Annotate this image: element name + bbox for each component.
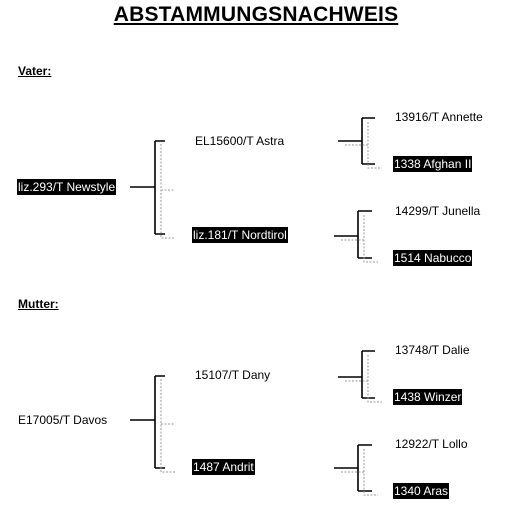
mutter-grandparent-2: 1438 Winzer (393, 389, 463, 405)
mutter-parent-sire: 15107/T Dany (195, 368, 271, 382)
vater-parent-sire: EL15600/T Astra (195, 134, 285, 148)
vater-grandparent-3: 14299/T Junella (395, 204, 481, 218)
mutter-heading: Mutter: (18, 297, 59, 311)
page-title: ABSTAMMUNGSNACHWEIS (113, 3, 399, 26)
mutter-grandparent-4: 1340 Aras (393, 483, 450, 499)
vater-grandparent-4: 1514 Nabucco (393, 250, 473, 266)
vater-subject: liz.293/T Newstyle (17, 179, 117, 195)
mutter-grandparent-1: 13748/T Dalie (395, 343, 470, 357)
mutter-subject: E17005/T Davos (18, 413, 108, 427)
mutter-parent-dam: 1487 Andrit (192, 459, 255, 475)
vater-heading: Vater: (18, 64, 52, 78)
vater-grandparent-2: 1338 Afghan II (393, 156, 473, 172)
vater-parent-dam: liz.181/T Nordtirol (192, 227, 288, 243)
mutter-grandparent-3: 12922/T Lollo (395, 437, 468, 451)
vater-grandparent-1: 13916/T Annette (395, 110, 483, 124)
